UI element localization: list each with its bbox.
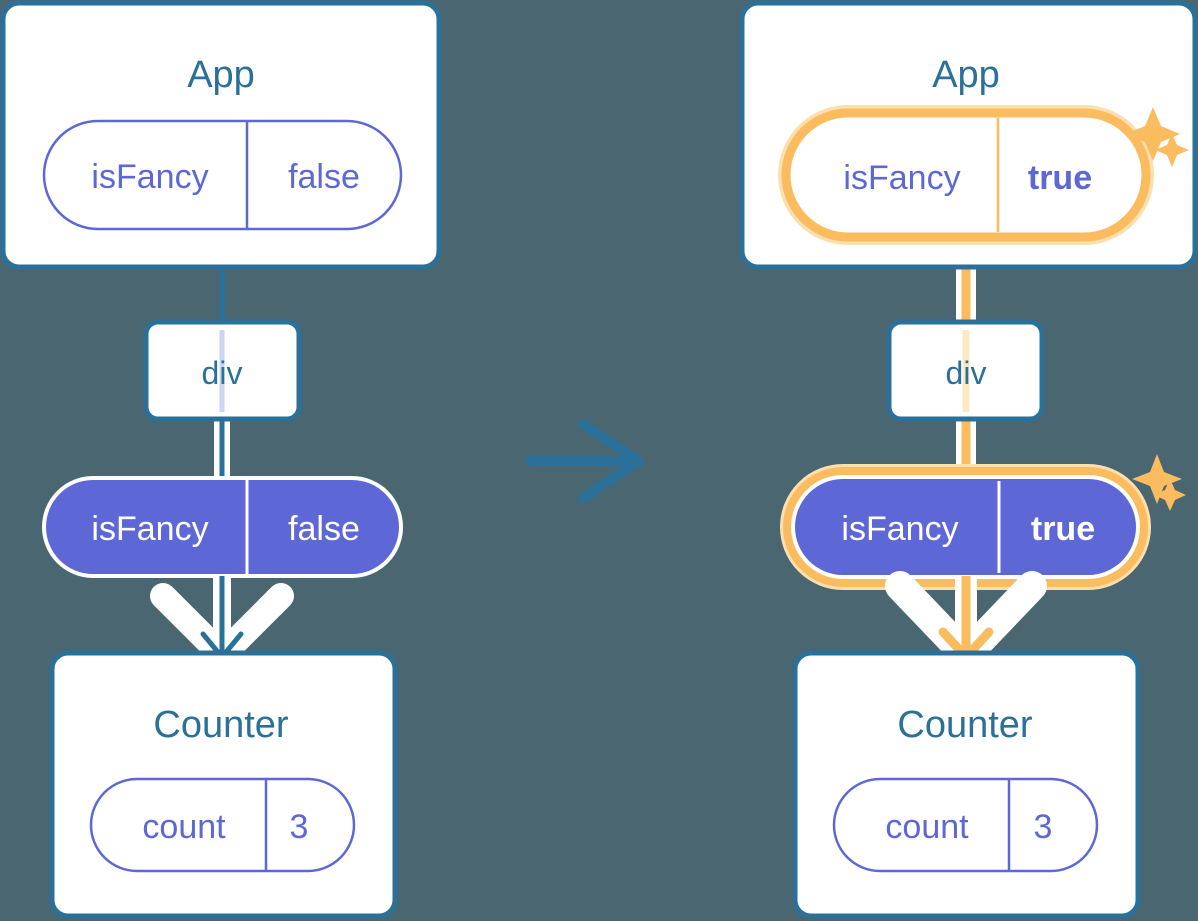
state-pill-isfancy-before: isFancy false — [42, 119, 403, 231]
sparkle-group-prop-after — [1132, 454, 1186, 511]
app-card-title-before: App — [187, 54, 255, 96]
counter-pill-body-before — [89, 777, 356, 873]
panel-before: App isFancy false div isFancy false — [0, 0, 442, 919]
sparkle-group-app-after — [1126, 107, 1189, 167]
prop-pill-isfancy-after: isFancy true — [780, 454, 1186, 590]
app-card-after: App isFancy true — [739, 0, 1198, 270]
sparkle-large-icon-app — [1126, 107, 1180, 161]
div-node-label-before: div — [202, 355, 243, 391]
div-node-before: div — [143, 319, 302, 422]
state-pill-key-before: isFancy — [91, 158, 208, 196]
prop-pill-value-before: false — [288, 510, 360, 548]
counter-pill-key-after: count — [885, 808, 969, 846]
counter-pill-key-before: count — [142, 808, 226, 846]
prop-pill-body-after — [795, 479, 1136, 575]
sparkle-small-icon-app — [1155, 133, 1189, 167]
state-pill-value-before: false — [288, 158, 360, 196]
prop-pill-isfancy-before: isFancy false — [42, 476, 403, 578]
prop-pill-key-after: isFancy — [841, 510, 958, 548]
state-pill-body-before — [42, 119, 403, 231]
counter-card-before: Counter count 3 — [49, 650, 398, 919]
panel-after: App isFancy true div — [739, 0, 1198, 919]
state-pill-isfancy-after: isFancy true — [778, 105, 1154, 245]
counter-card-title-after: Counter — [897, 704, 1033, 746]
div-node-label-after: div — [946, 355, 987, 391]
sparkle-small-icon-prop — [1154, 479, 1186, 511]
transition-arrow-right-icon — [526, 419, 644, 503]
sparkle-large-icon-prop — [1132, 454, 1182, 504]
state-pill-key-after: isFancy — [843, 159, 960, 197]
counter-pill-value-before: 3 — [290, 808, 309, 846]
flow-arrow-before — [150, 576, 294, 668]
prop-pill-key-before: isFancy — [91, 510, 208, 548]
counter-card-after: Counter count 3 — [792, 650, 1141, 919]
counter-pill-count-before: count 3 — [89, 777, 356, 873]
flow-arrow-after — [885, 571, 1047, 670]
app-card-title-after: App — [932, 54, 1000, 96]
app-card-before: App isFancy false — [0, 0, 442, 270]
counter-pill-body-after — [832, 777, 1099, 873]
counter-pill-value-after: 3 — [1034, 808, 1053, 846]
state-pill-ring-after — [781, 108, 1151, 242]
state-pill-value-after: true — [1028, 159, 1092, 197]
counter-card-title-before: Counter — [153, 704, 289, 746]
div-node-after: div — [886, 319, 1045, 422]
prop-pill-value-after: true — [1031, 510, 1095, 548]
counter-pill-count-after: count 3 — [832, 777, 1099, 873]
